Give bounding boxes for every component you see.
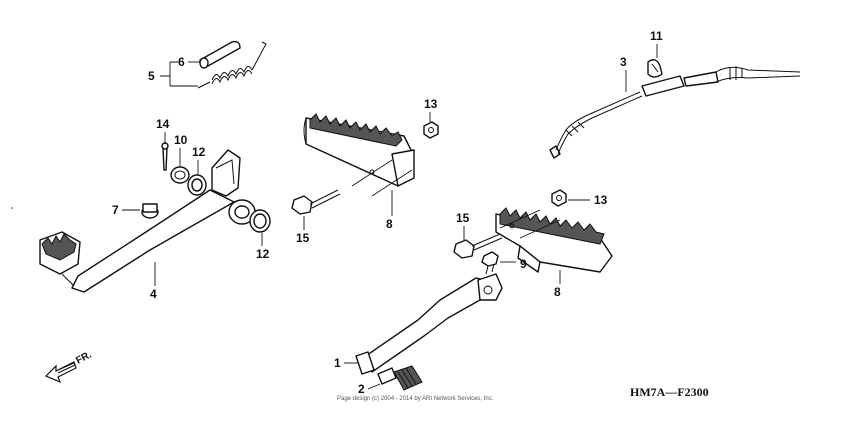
stray-dot xyxy=(11,207,13,209)
callout-1: 1 xyxy=(334,356,341,370)
callout-3: 3 xyxy=(620,55,627,69)
part-8-footpeg-lower: 8 xyxy=(495,207,613,299)
callout-11: 11 xyxy=(650,29,663,43)
callout-13-upper: 13 xyxy=(424,97,438,111)
callout-9: 9 xyxy=(520,257,527,271)
callout-13-lower: 13 xyxy=(594,193,608,207)
callout-12-lower: 12 xyxy=(256,247,270,261)
part-13-nut-lower: 13 xyxy=(551,189,608,207)
part-11-clip: 11 xyxy=(647,29,663,78)
callout-15-lower: 15 xyxy=(456,211,470,225)
callout-8-lower: 8 xyxy=(554,285,561,299)
part-14-pin: 14 xyxy=(156,117,170,171)
part-2-rubber: 2 xyxy=(358,365,423,396)
diagram-code: HM7A—F2300 xyxy=(630,385,709,399)
part-4-brake-pedal: 4 xyxy=(39,149,256,301)
part-8-footpeg-upper: 8 xyxy=(303,113,415,231)
callout-2: 2 xyxy=(358,382,365,396)
part-5-spring xyxy=(197,41,267,89)
part-10-washer: 10 xyxy=(170,133,190,184)
part-15-bolt-upper: 15 xyxy=(291,189,341,245)
callout-6: 6 xyxy=(178,55,185,69)
part-1-shift-lever: 1 xyxy=(334,273,503,375)
callout-7: 7 xyxy=(112,203,119,217)
callout-12-upper: 12 xyxy=(192,145,206,159)
callout-group-5-6: 5 6 xyxy=(148,55,200,87)
callout-5: 5 xyxy=(148,69,155,83)
part-13-nut-upper: 13 xyxy=(423,97,439,139)
callout-10: 10 xyxy=(174,133,188,147)
part-6-sleeve xyxy=(199,40,241,69)
part-12-seal-lower: 12 xyxy=(249,209,271,261)
part-15-bolt-lower: 15 xyxy=(453,211,503,259)
part-7-bolt: 7 xyxy=(112,203,159,219)
callout-8-upper: 8 xyxy=(386,217,393,231)
copyright-text: Page design (c) 2004 - 2014 by ARI Netwo… xyxy=(337,396,494,402)
part-9-bolt: 9 xyxy=(481,251,527,275)
callout-14: 14 xyxy=(156,117,170,131)
front-label: FR. xyxy=(74,349,94,366)
callout-4: 4 xyxy=(150,287,157,301)
front-direction-arrow: FR. xyxy=(44,349,94,384)
callout-15-upper: 15 xyxy=(296,231,310,245)
part-3-cable: 3 xyxy=(549,55,801,159)
part-12-seal-upper: 12 xyxy=(187,145,207,196)
